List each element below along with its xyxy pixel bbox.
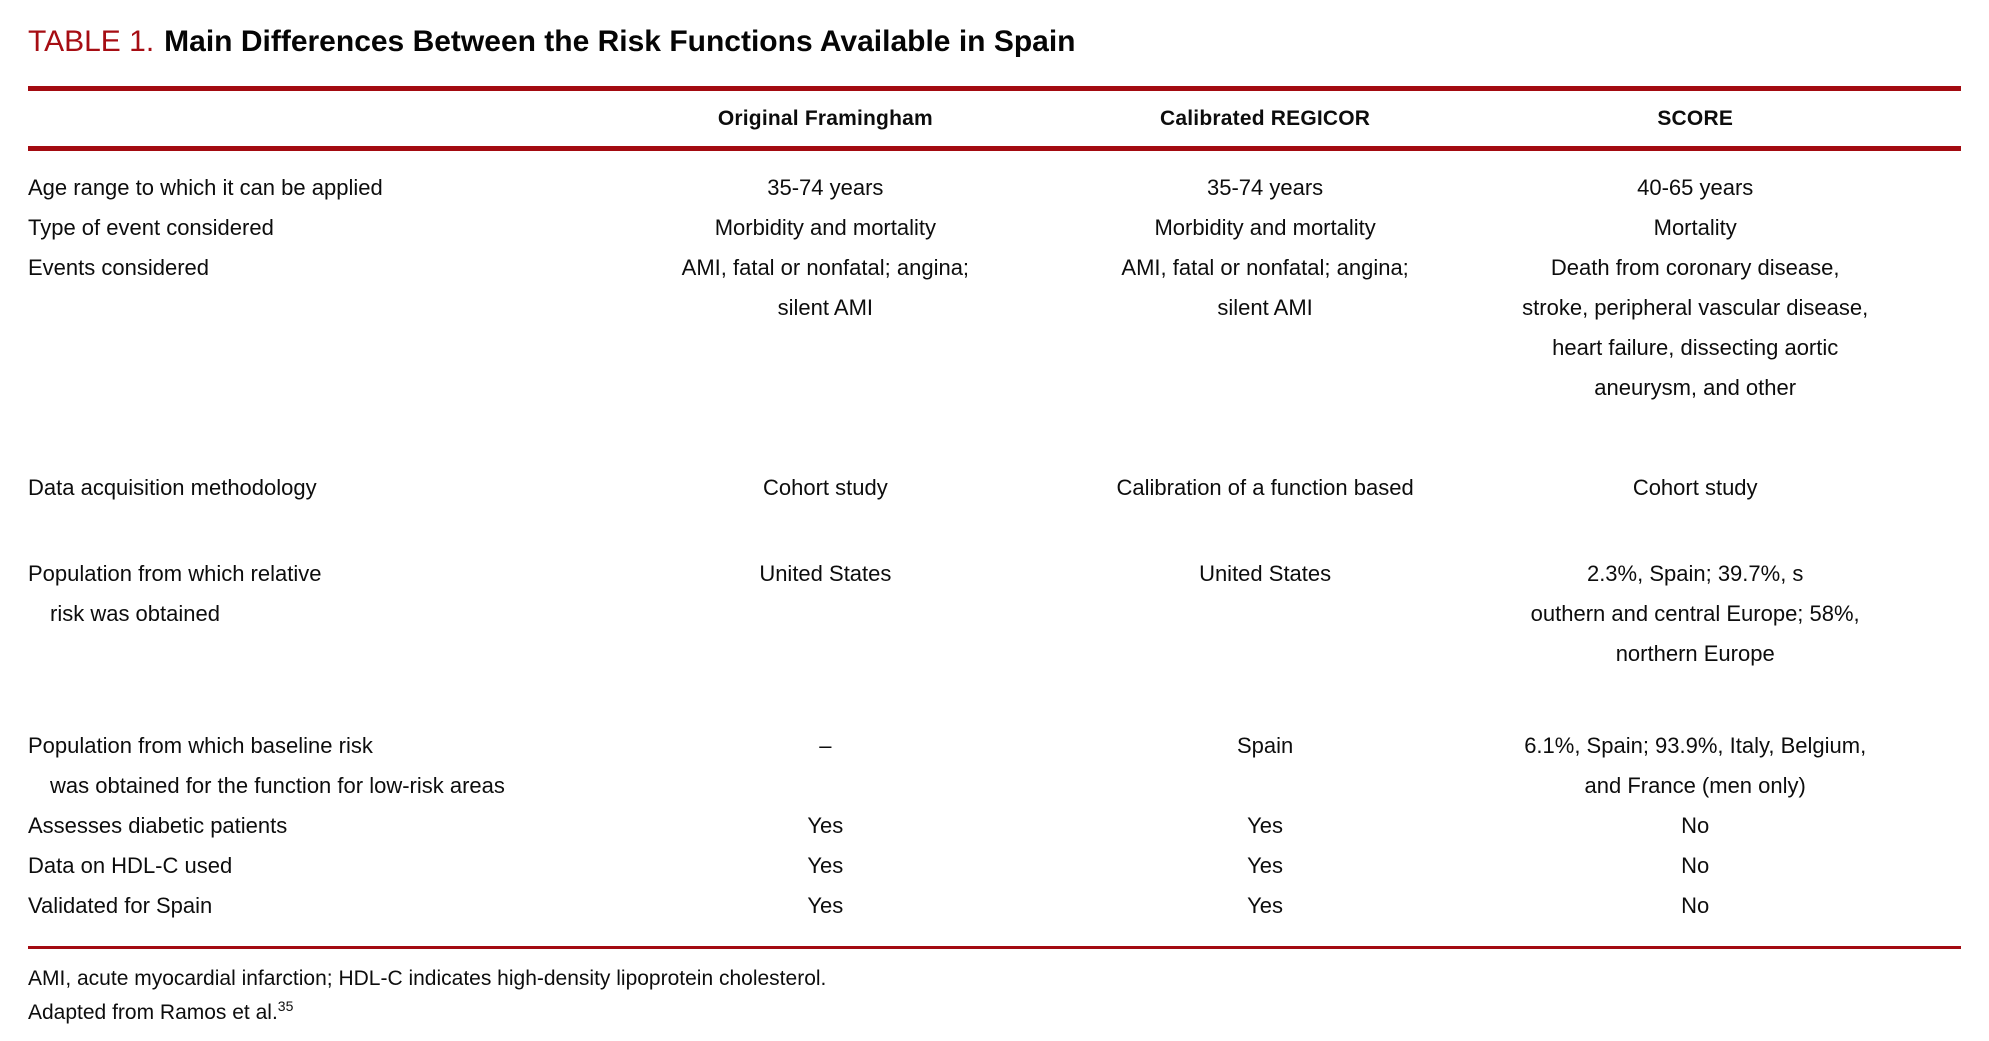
top-rule bbox=[28, 86, 1961, 91]
cell-calibrated-regicor: Yes bbox=[1247, 813, 1284, 838]
table-row: Population from which relative risk was … bbox=[28, 554, 1961, 674]
table-row: Validated for Spain Yes Yes No bbox=[28, 886, 1961, 926]
table-title: TABLE 1. Main Differences Between the Ris… bbox=[28, 0, 1961, 60]
cell-score: No bbox=[1681, 813, 1710, 838]
table-title-text: Main Differences Between the Risk Functi… bbox=[164, 25, 1076, 58]
header-calibrated-regicor: Calibrated REGICOR bbox=[1160, 107, 1371, 130]
cell-score: Cohort study bbox=[1632, 475, 1758, 500]
cell-original-framingham: Yes bbox=[807, 813, 844, 838]
cell-calibrated-regicor: Spain bbox=[1236, 733, 1294, 758]
row-label: Events considered bbox=[28, 255, 209, 280]
row-label: Population from which baseline risk was … bbox=[28, 733, 505, 798]
cell-calibrated-regicor: Yes bbox=[1247, 893, 1284, 918]
cell-calibrated-regicor: Morbidity and mortality bbox=[1154, 215, 1376, 240]
row-label: Age range to which it can be applied bbox=[28, 175, 383, 200]
table-header-row: Original Framingham Calibrated REGICOR S… bbox=[28, 91, 1961, 146]
cell-score: No bbox=[1681, 893, 1710, 918]
table-row: Population from which baseline risk was … bbox=[28, 726, 1961, 806]
header-score: SCORE bbox=[1657, 107, 1734, 130]
footnotes: AMI, acute myocardial infarction; HDL-C … bbox=[28, 949, 1961, 1030]
cell-score: 6.1%, Spain; 93.9%, Italy, Belgium, and … bbox=[1524, 733, 1867, 798]
cell-original-framingham: United States bbox=[759, 561, 892, 586]
cell-original-framingham: – bbox=[819, 733, 832, 758]
cell-original-framingham: AMI, fatal or nonfatal; angina; silent A… bbox=[681, 255, 970, 320]
cell-score: 2.3%, Spain; 39.7%, s outhern and centra… bbox=[1530, 561, 1860, 666]
cell-original-framingham: Yes bbox=[807, 893, 844, 918]
footer-rule bbox=[28, 946, 1961, 949]
table-row: Type of event considered Morbidity and m… bbox=[28, 208, 1961, 248]
table-body: Age range to which it can be applied 35-… bbox=[28, 151, 1961, 926]
cell-calibrated-regicor: 35-74 years bbox=[1207, 175, 1324, 200]
footnote-source-text: Adapted from Ramos et al. bbox=[28, 1001, 278, 1024]
cell-score: Death from coronary disease, stroke, per… bbox=[1522, 255, 1869, 400]
row-label: Data on HDL-C used bbox=[28, 853, 233, 878]
cell-calibrated-regicor: AMI, fatal or nonfatal; angina; silent A… bbox=[1121, 255, 1409, 320]
row-label: Population from which relative risk was … bbox=[28, 561, 322, 626]
row-label: Assesses diabetic patients bbox=[28, 813, 288, 838]
header-rule bbox=[28, 146, 1961, 151]
reference-superscript: 35 bbox=[277, 998, 294, 1014]
footnote-abbreviations: AMI, acute myocardial infarction; HDL-C … bbox=[28, 967, 827, 990]
row-label: Validated for Spain bbox=[28, 893, 213, 918]
cell-calibrated-regicor: Calibration of a function based bbox=[1116, 475, 1414, 500]
header-spacer bbox=[28, 91, 550, 146]
cell-original-framingham: Morbidity and mortality bbox=[714, 215, 936, 240]
header-original-framingham: Original Framingham bbox=[717, 107, 933, 130]
cell-score: Mortality bbox=[1653, 215, 1737, 240]
table-number-label: TABLE 1. bbox=[28, 25, 155, 58]
row-label: Type of event considered bbox=[28, 215, 274, 240]
cell-calibrated-regicor: United States bbox=[1199, 561, 1332, 586]
table-row: Data acquisition methodology Cohort stud… bbox=[28, 468, 1961, 508]
table-row: Age range to which it can be applied 35-… bbox=[28, 168, 1961, 208]
cell-original-framingham: Cohort study bbox=[762, 475, 888, 500]
cell-original-framingham: Yes bbox=[807, 853, 844, 878]
cell-calibrated-regicor: Yes bbox=[1247, 853, 1284, 878]
row-label: Data acquisition methodology bbox=[28, 475, 317, 500]
cell-score: No bbox=[1681, 853, 1710, 878]
table-row: Data on HDL-C used Yes Yes No bbox=[28, 846, 1961, 886]
cell-score: 40-65 years bbox=[1637, 175, 1754, 200]
footnote-source: Adapted from Ramos et al.35 bbox=[28, 996, 1961, 1030]
cell-original-framingham: 35-74 years bbox=[767, 175, 884, 200]
table-row: Assesses diabetic patients Yes Yes No bbox=[28, 806, 1961, 846]
table-row: Events considered AMI, fatal or nonfatal… bbox=[28, 248, 1961, 408]
